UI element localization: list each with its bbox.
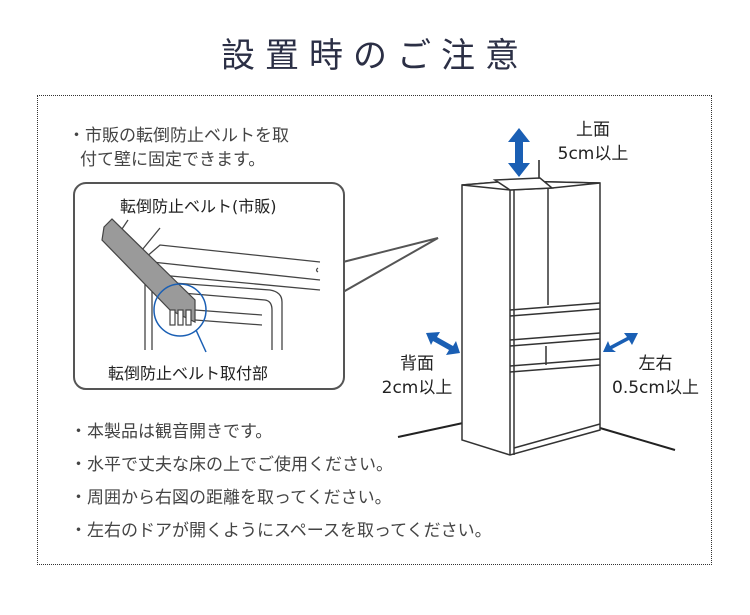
back-clearance: 背面 2cm以上 xyxy=(372,352,462,400)
page-title: 設置時のご注意 xyxy=(221,36,529,76)
floor-lines xyxy=(397,422,676,451)
side-clearance-value: 0.5cm以上 xyxy=(612,378,699,398)
mount-leader-line xyxy=(195,329,207,353)
side-clearance-label: 左右 xyxy=(638,354,673,374)
intro-text: ・市販の転倒防止ベルトを取 付て壁に固定できます。 xyxy=(68,124,289,172)
refrigerator-drawing xyxy=(461,177,601,456)
back-clearance-label: 背面 xyxy=(400,354,434,374)
note-item: ・左右のドアが開くようにスペースを取ってください。 xyxy=(70,521,492,541)
top-clearance-arrow-icon xyxy=(508,128,530,177)
intro-line-1: ・市販の転倒防止ベルトを取 xyxy=(68,126,289,146)
belt-bracket xyxy=(169,309,192,326)
belt-strap xyxy=(101,218,196,323)
side-clearance-arrow-icon xyxy=(603,333,638,352)
mount-highlight-circle xyxy=(153,283,207,337)
top-clearance: 上面 5cm以上 xyxy=(548,118,638,166)
side-clearance: 左右 0.5cm以上 xyxy=(598,352,713,400)
top-clearance-value: 5cm以上 xyxy=(557,144,629,164)
note-item: ・本製品は観音開きです。 xyxy=(70,422,273,442)
content-frame xyxy=(37,95,712,565)
note-item: ・水平で丈夫な床の上でご使用ください。 xyxy=(70,455,393,475)
back-clearance-arrow-icon xyxy=(426,332,460,355)
back-clearance-value: 2cm以上 xyxy=(381,378,453,398)
belt-label: 転倒防止ベルト(市販) xyxy=(120,197,277,216)
intro-line-2: 付て壁に固定できます。 xyxy=(80,150,266,170)
mount-label: 転倒防止ベルト取付部 xyxy=(108,364,269,383)
callout-pointer xyxy=(342,237,439,294)
top-clearance-label: 上面 xyxy=(576,120,610,140)
notes-list: ・本製品は観音開きです。 ・水平で丈夫な床の上でご使用ください。 ・周囲から右図… xyxy=(70,416,492,548)
note-item: ・周囲から右図の距離を取ってください。 xyxy=(70,488,392,508)
